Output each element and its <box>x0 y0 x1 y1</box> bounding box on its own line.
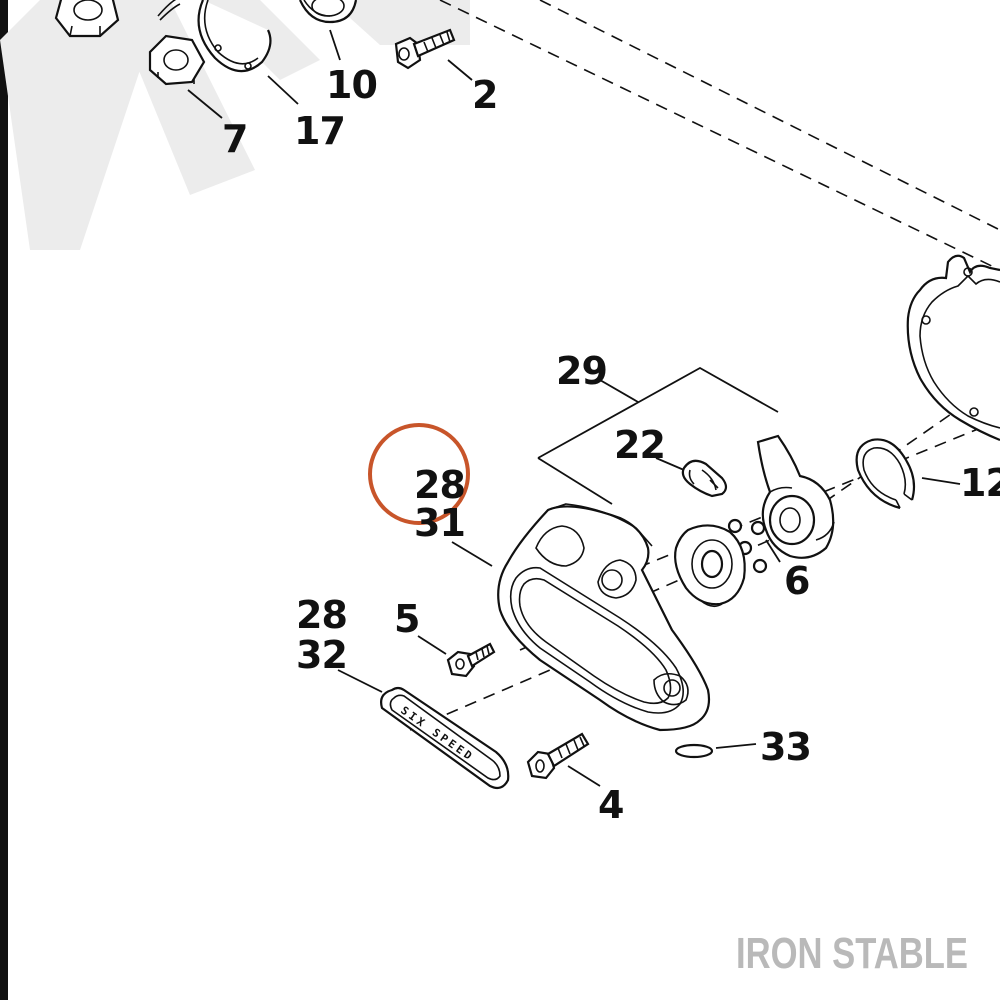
leader-12 <box>921 477 961 485</box>
washer-top-part <box>157 0 181 21</box>
bolt-4-part <box>526 732 590 780</box>
bolt-2-part <box>394 28 456 70</box>
callout-12: 12 <box>960 461 1000 505</box>
leader-22 <box>655 457 685 471</box>
leader-33 <box>715 743 757 749</box>
callout-29: 29 <box>556 349 607 393</box>
callout-28-plate: 28 <box>296 593 347 637</box>
shifter-cam-6-part <box>756 434 835 559</box>
six-speed-plate-part: SIX SPEED <box>380 686 510 790</box>
assembly-axis-lines <box>409 0 1000 731</box>
snap-ring-12-part <box>855 438 916 510</box>
callout-28-circled: 28 <box>414 463 465 507</box>
leader-31 <box>451 541 493 567</box>
leader-5 <box>417 635 447 655</box>
hex-nut-7-part <box>148 34 206 86</box>
transmission-side-cover-part <box>497 503 711 732</box>
cover-gasket-part <box>906 254 1000 442</box>
callout-7: 7 <box>222 117 247 161</box>
o-ring-33-part <box>674 743 714 759</box>
seal-disk-part <box>674 524 746 608</box>
callout-2: 2 <box>472 73 497 117</box>
callout-5: 5 <box>394 597 419 641</box>
callout-17: 17 <box>294 109 345 153</box>
clip-22-part <box>681 459 728 498</box>
callout-33: 33 <box>760 725 811 769</box>
callout-32: 32 <box>296 633 347 677</box>
leader-4 <box>567 765 601 787</box>
leader-6 <box>765 539 781 563</box>
bearing-seal-part <box>298 0 358 24</box>
callout-6: 6 <box>784 559 809 603</box>
callout-22: 22 <box>614 423 665 467</box>
bracket-29-lines <box>537 366 779 505</box>
iron-stable-watermark: IRON STABLE <box>736 929 968 978</box>
leader-32 <box>337 669 383 693</box>
callout-4: 4 <box>598 783 623 827</box>
left-border-bar <box>0 0 8 1000</box>
highlight-circle <box>368 423 470 525</box>
callout-10: 10 <box>326 63 377 107</box>
top-leader-lines <box>187 29 473 119</box>
callout-31: 31 <box>414 501 465 545</box>
hex-nut-top-part <box>54 0 120 38</box>
bolt-5-part <box>446 642 496 678</box>
retaining-ring-part <box>197 0 272 73</box>
